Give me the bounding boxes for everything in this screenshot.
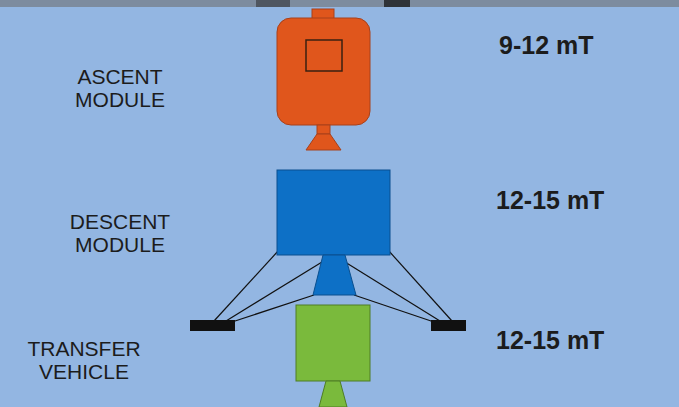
ascent-nozzle-neck: [317, 125, 330, 134]
transfer-nozzle: [319, 381, 347, 407]
ascent-body: [277, 18, 370, 125]
landing-foot: [190, 320, 235, 331]
mass-label: 9-12 mT: [499, 31, 593, 60]
ascent-nozzle: [306, 134, 341, 150]
descent-body: [277, 170, 390, 255]
landing-foot: [431, 320, 466, 331]
ascent-module: [277, 9, 370, 150]
module-label: TRANSFER VEHICLE: [22, 337, 146, 383]
transfer-body: [296, 305, 370, 381]
descent-nozzle: [313, 255, 356, 295]
transfer-vehicle: [296, 305, 370, 407]
ascent-window: [306, 40, 342, 71]
top-strip-block: [256, 0, 290, 7]
module-label: ASCENT MODULE: [62, 65, 178, 111]
top-strip: [0, 0, 679, 7]
top-strip-block: [384, 0, 410, 7]
mass-label: 12-15 mT: [496, 326, 604, 355]
module-label: DESCENT MODULE: [60, 210, 180, 256]
mass-label: 12-15 mT: [496, 186, 604, 215]
